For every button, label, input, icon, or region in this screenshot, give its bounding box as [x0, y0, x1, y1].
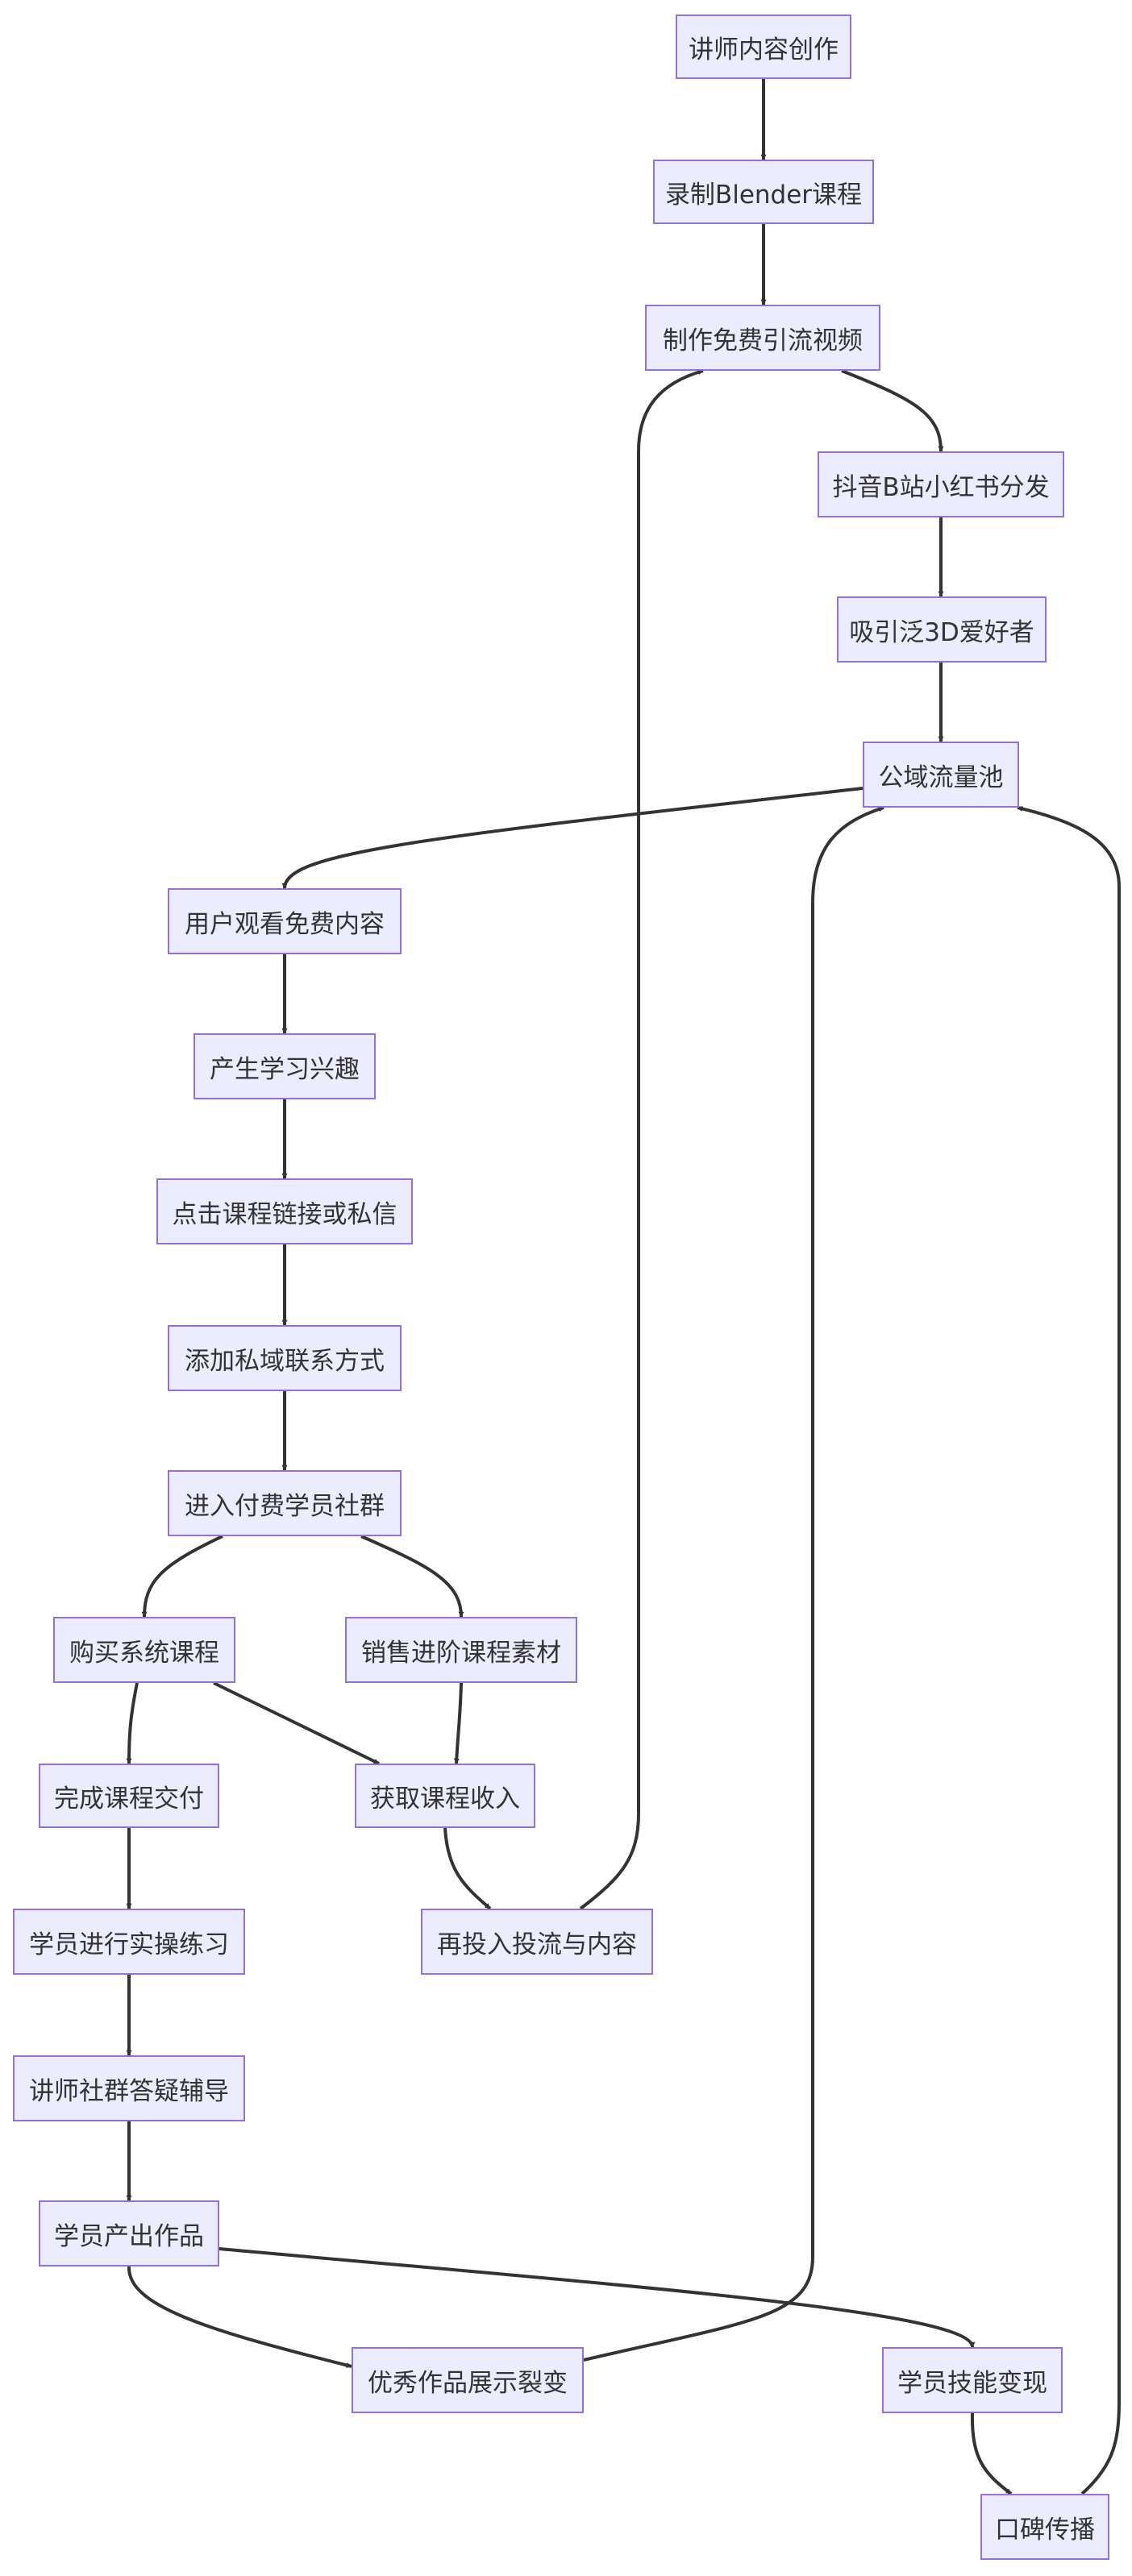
edge-n12-n14 — [126, 1682, 139, 1764]
node-make-free-lead-video: 制作免费引流视频 — [645, 305, 880, 371]
node-community-qa-tutoring: 讲师社群答疑辅导 — [13, 2055, 245, 2121]
node-student-works: 学员产出作品 — [39, 2200, 219, 2266]
edge-n17-n03 — [579, 369, 704, 1910]
edge-n15-n17 — [443, 1827, 492, 1910]
node-public-traffic-pool: 公域流量池 — [863, 742, 1019, 808]
node-click-link-or-message: 点击课程链接或私信 — [156, 1178, 413, 1244]
node-word-of-mouth: 口碑传播 — [980, 2494, 1109, 2560]
node-add-private-contact: 添加私域联系方式 — [168, 1325, 402, 1391]
node-course-delivery: 完成课程交付 — [39, 1764, 219, 1828]
edge-n20-n06 — [583, 806, 884, 2362]
node-attract-3d-enthusiasts: 吸引泛3D爱好者 — [837, 596, 1047, 663]
node-record-blender-course: 录制Blender课程 — [653, 160, 874, 224]
node-student-monetization: 学员技能变现 — [882, 2347, 1063, 2413]
node-showcase-viral: 优秀作品展示裂变 — [352, 2347, 584, 2413]
node-reinvest-ads-content: 再投入投流与内容 — [421, 1909, 653, 1975]
node-lecturer-content-creation: 讲师内容创作 — [676, 15, 851, 79]
node-learning-interest: 产生学习兴趣 — [194, 1033, 376, 1099]
edge-n19-n20 — [127, 2266, 352, 2368]
edge-n06-n07 — [281, 787, 864, 889]
edge-n11-n13 — [360, 1535, 464, 1618]
node-platform-distribution: 抖音B站小红书分发 — [818, 451, 1064, 517]
node-course-revenue: 获取课程收入 — [355, 1764, 535, 1828]
node-student-practice: 学员进行实操练习 — [13, 1909, 245, 1975]
node-user-watch-free-content: 用户观看免费内容 — [168, 888, 402, 954]
edge-n13-n15 — [453, 1682, 463, 1764]
edge-n19-n21 — [218, 2247, 976, 2348]
node-sell-advanced-materials: 销售进阶课程素材 — [345, 1617, 577, 1683]
edge-n22-n06 — [1017, 806, 1121, 2495]
edge-n21-n22 — [970, 2412, 1013, 2495]
node-join-paid-community: 进入付费学员社群 — [168, 1470, 402, 1536]
edge-n12-n15 — [213, 1681, 380, 1765]
edge-n11-n12 — [141, 1535, 223, 1618]
node-buy-system-course: 购买系统课程 — [53, 1617, 235, 1683]
edge-n03-n04 — [841, 369, 944, 452]
